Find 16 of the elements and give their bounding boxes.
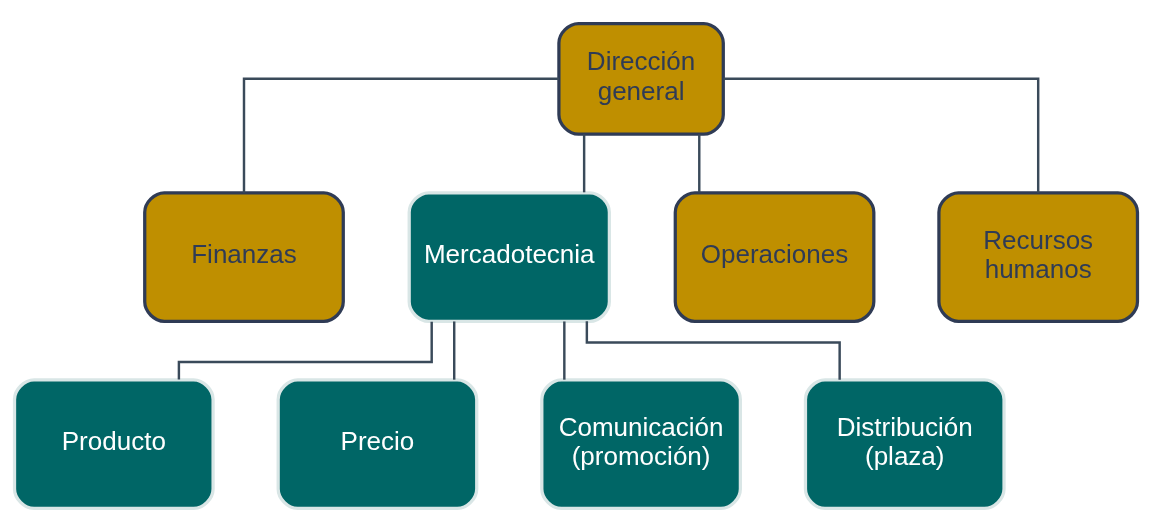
connector (563, 320, 566, 380)
node-box: Precio (276, 377, 479, 510)
node-box: Comunicación (promoción) (540, 377, 742, 510)
connector (582, 133, 586, 192)
node-box: Mercadotecnia (407, 190, 611, 323)
connector (585, 320, 841, 380)
node-box: Operaciones (673, 190, 876, 323)
connector (698, 133, 701, 192)
connector (453, 320, 456, 380)
node-box: Recursos humanos (937, 190, 1140, 323)
node-box: Finanzas (143, 190, 345, 323)
node-box: Dirección general (557, 21, 725, 136)
connector (242, 77, 559, 193)
node-box: Producto (12, 377, 215, 510)
connector (723, 77, 1040, 193)
node-box: Distribución (plaza) (803, 377, 1006, 510)
